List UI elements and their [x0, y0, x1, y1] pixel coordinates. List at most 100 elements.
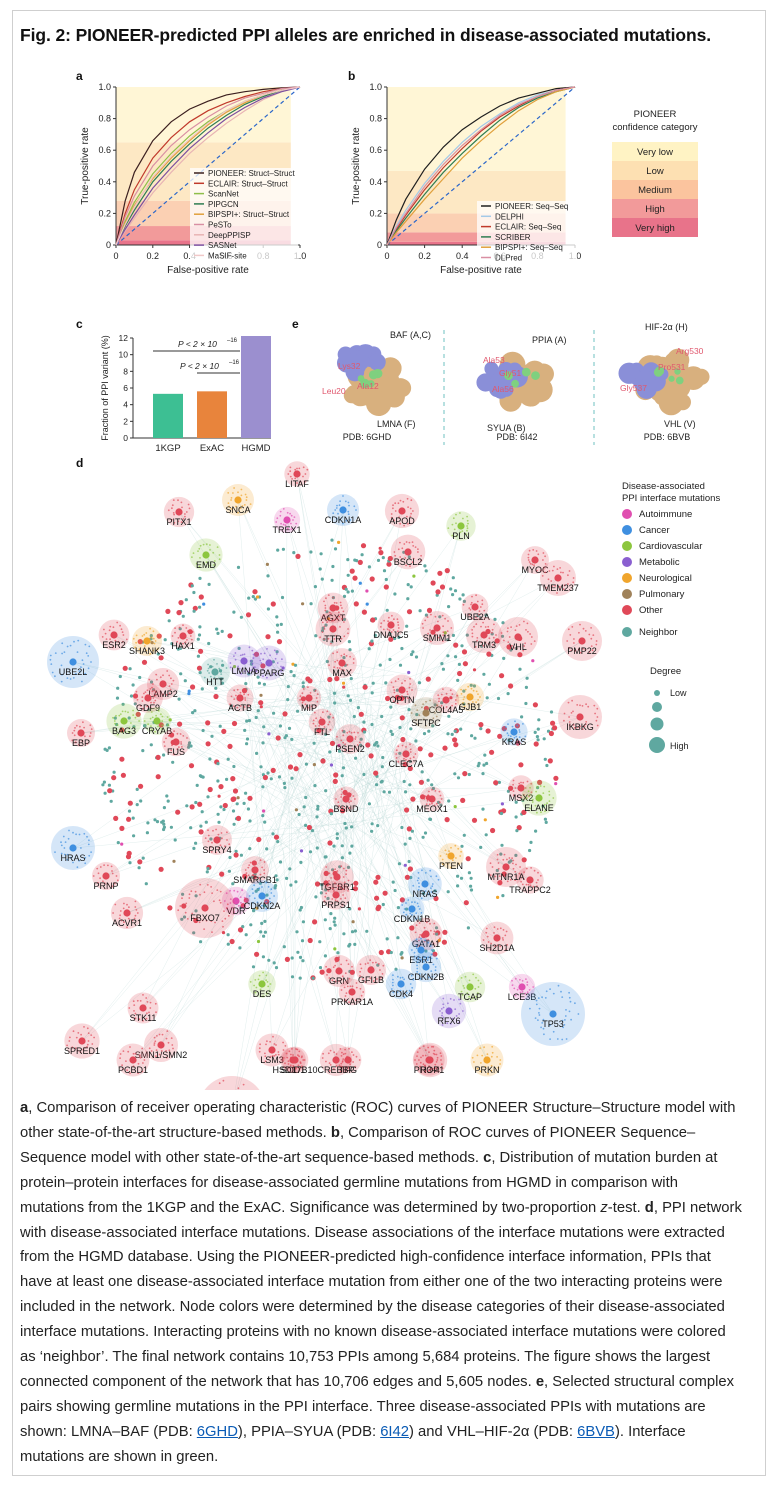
neighbor-node — [76, 866, 79, 869]
network-node — [189, 744, 193, 748]
network-node — [388, 632, 392, 636]
neighbor-node — [328, 970, 331, 972]
neighbor-node — [354, 798, 356, 800]
neighbor-node — [402, 500, 405, 503]
neighbor-node — [242, 1083, 245, 1086]
neighbor-node — [483, 1046, 485, 1049]
neighbor-node — [453, 999, 455, 1001]
neighbor-node — [342, 894, 344, 896]
neighbor-node — [134, 900, 137, 903]
neighbor-node — [367, 962, 369, 964]
hub-node — [466, 983, 474, 991]
edge — [382, 731, 515, 823]
neighbor-node — [277, 1051, 280, 1053]
legend-band — [612, 199, 698, 218]
mutation-patch — [674, 368, 681, 375]
neighbor-node — [442, 688, 444, 690]
network-node — [176, 610, 182, 616]
neighbor-node — [228, 505, 231, 508]
network-node — [298, 976, 302, 980]
neighbor-node — [83, 832, 86, 835]
network-node — [412, 574, 416, 578]
neighbor-node — [397, 678, 400, 680]
neighbor-node — [319, 636, 321, 639]
network-node — [424, 949, 428, 953]
neighbor-node — [153, 1042, 156, 1044]
network-node — [430, 580, 436, 586]
panel-label-c: c — [76, 317, 83, 331]
edge — [105, 806, 307, 877]
hub-node — [201, 904, 209, 912]
neighbor-node — [327, 1052, 330, 1055]
gene-label: IKBKG — [566, 722, 594, 732]
neighbor-node — [262, 971, 264, 974]
network-node — [362, 720, 366, 724]
neighbor-node — [399, 499, 402, 502]
pdb-label: PDB: 6I42 — [496, 432, 537, 442]
edge — [216, 732, 408, 841]
edge — [243, 660, 270, 762]
pdb-link-6ghd[interactable]: 6GHD — [196, 1423, 238, 1440]
network-node — [298, 955, 303, 960]
network-node — [323, 954, 327, 958]
neighbor-node — [234, 652, 237, 654]
network-node — [335, 836, 339, 840]
neighbor-node — [121, 640, 124, 643]
neighbor-node — [321, 621, 324, 624]
network-node — [537, 779, 543, 786]
y-tick-label: 10 — [119, 350, 129, 360]
edge — [287, 772, 413, 910]
hub-node — [422, 709, 430, 717]
network-node — [196, 665, 203, 671]
neighbor-node — [567, 583, 569, 585]
hub-node — [69, 658, 77, 666]
neighbor-node — [295, 522, 298, 525]
network-node — [142, 724, 147, 728]
network-node — [133, 702, 137, 706]
network-node — [353, 601, 359, 607]
network-node — [301, 959, 305, 963]
neighbor-node — [75, 1036, 78, 1039]
neighbor-node — [226, 839, 228, 841]
hub-node — [428, 795, 436, 803]
network-node — [404, 790, 408, 794]
neighbor-node — [542, 559, 544, 561]
gene-label: CREBBP — [317, 1065, 354, 1075]
gene-label: LMNA — [231, 666, 256, 676]
edge — [310, 672, 488, 1061]
hub-node — [531, 556, 539, 564]
network-node — [156, 633, 162, 639]
edge — [352, 821, 426, 885]
neighbor-node — [225, 667, 228, 669]
network-node — [548, 730, 555, 737]
network-node — [389, 705, 393, 709]
neighbor-node — [499, 1059, 502, 1061]
network-node — [266, 771, 270, 775]
pdb-link-6bvb[interactable]: 6BVB — [577, 1423, 615, 1440]
chain-label: HIF-2α (H) — [645, 322, 688, 332]
neighbor-node — [135, 641, 138, 644]
network-node — [273, 886, 277, 890]
neighbor-node — [171, 504, 174, 507]
network-node — [260, 921, 264, 926]
network-node — [467, 871, 471, 875]
neighbor-node — [334, 509, 337, 511]
neighbor-node — [577, 1013, 580, 1015]
pdb-link-6i42[interactable]: 6I42 — [380, 1423, 409, 1440]
neighbor-node — [321, 1057, 324, 1059]
neighbor-node — [512, 859, 515, 862]
network-node — [313, 585, 317, 589]
gene-label: MAX — [332, 668, 352, 678]
network-node — [333, 947, 337, 951]
neighbor-node — [393, 691, 396, 694]
network-node — [417, 681, 422, 685]
neighbor-node — [491, 1051, 494, 1054]
neighbor-node — [206, 669, 209, 672]
neighbor-node — [451, 693, 454, 695]
neighbor-node — [511, 857, 513, 860]
network-node — [358, 711, 364, 717]
neighbor-node — [203, 928, 206, 930]
network-node — [356, 706, 360, 710]
edge — [282, 733, 427, 968]
neighbor-node — [339, 1048, 342, 1050]
